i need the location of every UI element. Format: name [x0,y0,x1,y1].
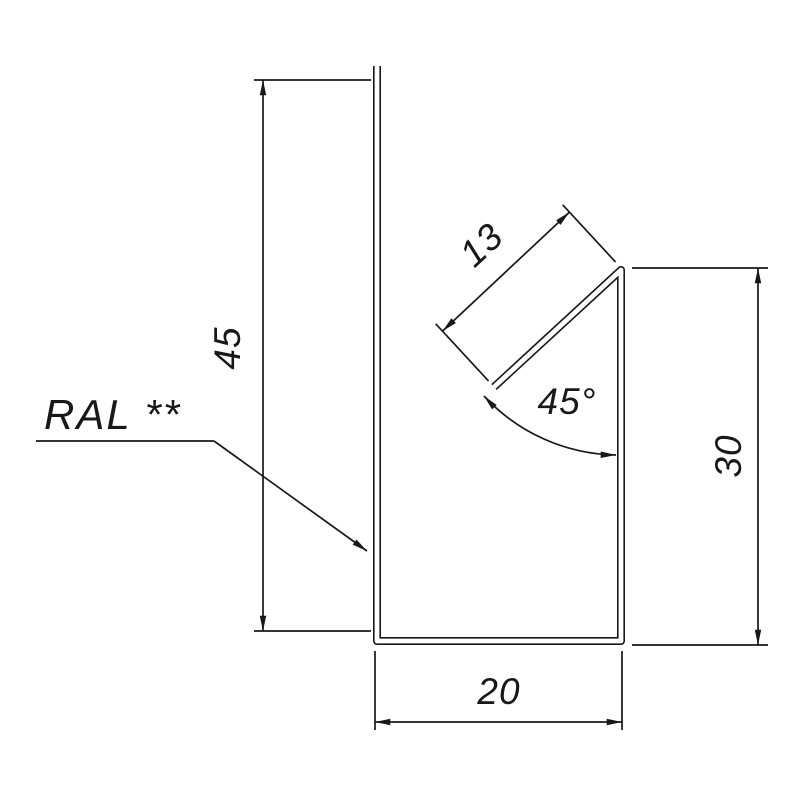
dimension-value-bend-angle: 45° [538,381,597,422]
coating-label: RAL ** [44,391,181,438]
profile-sheet-outer-edge [373,66,625,645]
dimension-arc-bend-angle [483,395,617,458]
profile-sheet-inner-fill [374,66,624,644]
dimension-bend-angle: 45° [483,381,617,458]
dimension-right-height: 30 [632,267,768,646]
witness-line-upper [562,204,617,263]
profile-outline [373,66,625,645]
witness-line-lower [435,323,490,382]
dimension-value-right-height: 30 [708,434,749,477]
dimension-value-flange-length: 13 [452,215,512,274]
dimension-bottom-width: 20 [374,651,623,730]
dimension-value-bottom-width: 20 [476,671,520,712]
dimension-value-left-height: 45 [207,326,248,369]
coating-leader-line [213,440,368,552]
coating-callout: RAL ** [36,391,368,552]
dimension-line-flange-length [441,211,571,332]
dimension-left-height: 45 [207,79,371,632]
